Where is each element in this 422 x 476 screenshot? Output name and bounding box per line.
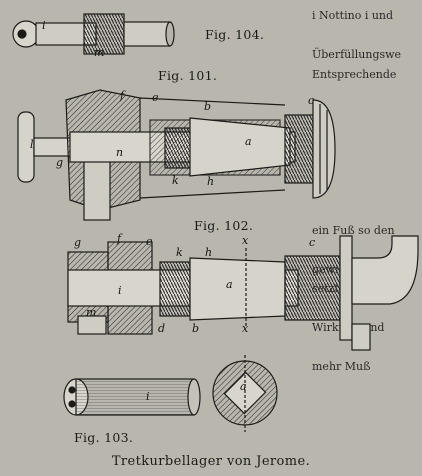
fig-102-label: Fig. 102. (194, 218, 254, 233)
part-letter: x (242, 234, 249, 247)
part-letter: i (42, 19, 46, 32)
part-letter: h (207, 175, 215, 188)
part-letter: m (94, 46, 105, 59)
part-letter: i (118, 284, 122, 297)
part-letter: n (116, 146, 124, 159)
background-text-line: Entsprechende (312, 67, 397, 81)
background-text-line: mehr Muß (312, 360, 371, 373)
part-letter: a (245, 135, 252, 148)
part-letter: k (172, 174, 179, 187)
fig-104-drawing (12, 13, 175, 55)
part-letter: d (158, 322, 166, 335)
part-letter: e (152, 91, 159, 104)
part-letter: m (86, 306, 97, 319)
fig-103-label: Fig. 103. (74, 430, 134, 445)
part-letter: i (146, 390, 150, 403)
part-letter: a (226, 278, 233, 291)
fig-101-drawing (17, 89, 336, 221)
part-letter: e (146, 235, 153, 248)
part-letter: b (192, 322, 200, 335)
part-letter: a (240, 380, 247, 393)
fig-103-drawing (63, 355, 278, 432)
part-letter: l (30, 138, 34, 151)
background-text-line: ein Fuß so den (312, 223, 395, 237)
figure-caption: Tretkurbellager von Jerome. (111, 454, 311, 469)
part-letter: h (205, 246, 213, 259)
fig-104-label: Fig. 104. (205, 27, 265, 42)
fig-101-label: Fig. 101. (158, 68, 218, 83)
part-letter: x (242, 322, 249, 335)
part-letter: g (56, 156, 64, 169)
part-letter: c (309, 236, 316, 249)
background-text-line: i Nottino i und (312, 9, 394, 22)
part-letter: g (74, 236, 82, 249)
part-letter: f (117, 232, 122, 245)
fig-102-drawing (67, 235, 419, 351)
part-letter: c (308, 94, 315, 107)
part-letter: b (204, 100, 212, 113)
part-letter: f (120, 89, 125, 102)
background-text-line: Überfüllungswe (312, 48, 402, 61)
part-letter: k (176, 246, 183, 259)
